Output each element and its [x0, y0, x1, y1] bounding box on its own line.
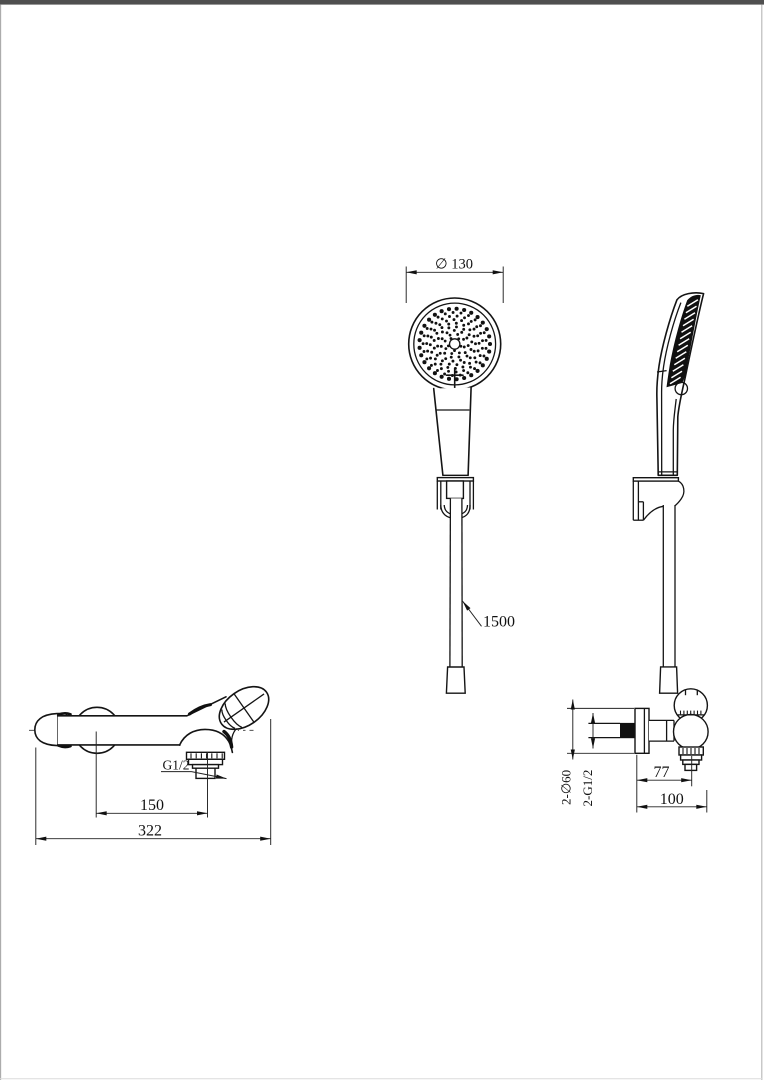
hose-length-label: 1500: [483, 614, 515, 631]
mixer-front-view: G1/2 150 322: [29, 685, 272, 845]
knob-shade-bottom: [57, 744, 72, 749]
mixer-outlet-front: [185, 751, 226, 780]
mixer-valve-side: [588, 688, 709, 772]
hose-end-fitting-side: [658, 666, 679, 694]
inlet-thread-side: [620, 722, 635, 739]
hose-front: [445, 498, 466, 694]
head-diameter-label: ∅ 130: [435, 257, 473, 273]
knob-shade-top: [57, 712, 72, 716]
shower-head-side: [656, 292, 705, 477]
mixer-handle-front: [218, 685, 270, 731]
mixer-overall-width-label: 322: [138, 823, 162, 840]
shading-crescent-top: [188, 703, 212, 716]
shower-handle-front: [432, 386, 472, 477]
holder-side: [632, 477, 685, 521]
top-bar: [0, 0, 764, 5]
dim-mixer-overall-width: 322: [35, 719, 272, 845]
dim-flange-diameter: 2-∅60: [559, 699, 634, 805]
dim-head-diameter: ∅ 130: [405, 257, 504, 303]
handshower-front-view: ∅ 130: [405, 257, 515, 694]
shower-set-side-view: 2-∅60 2-G1/2 77 100: [559, 292, 709, 813]
shading-crescent-right: [222, 729, 234, 749]
shower-head-face: [407, 297, 502, 396]
holder-front: [436, 476, 475, 520]
spray-face-hatch: [669, 299, 699, 385]
nozzle-field: [417, 306, 493, 382]
wall-overall-label: 100: [660, 791, 684, 808]
dim-hose-length: 1500: [462, 600, 515, 631]
outlet-knurl-side: [682, 748, 700, 754]
label-outlet-thread: G1/2: [161, 758, 227, 780]
knob-knurl: [679, 710, 702, 715]
flange-diameter-label: 2-∅60: [559, 770, 574, 805]
wall-to-center-label: 77: [654, 764, 670, 781]
wall-flange-side: [634, 707, 650, 755]
dim-inlet-thread: 2-G1/2: [580, 713, 596, 807]
valve-body-side: [672, 713, 709, 750]
hose-side: [658, 505, 679, 694]
mixer-center-distance-label: 150: [140, 797, 164, 814]
dim-mixer-center-distance: 150: [95, 731, 208, 818]
dim-wall-to-center: 77: [636, 754, 693, 813]
outlet-thread-label: G1/2: [163, 758, 190, 773]
inlet-thread-label: 2-G1/2: [580, 770, 595, 807]
dim-wall-overall: 100: [636, 790, 708, 813]
hook-loop: [674, 381, 689, 396]
hose-end-fitting-front: [445, 666, 466, 694]
